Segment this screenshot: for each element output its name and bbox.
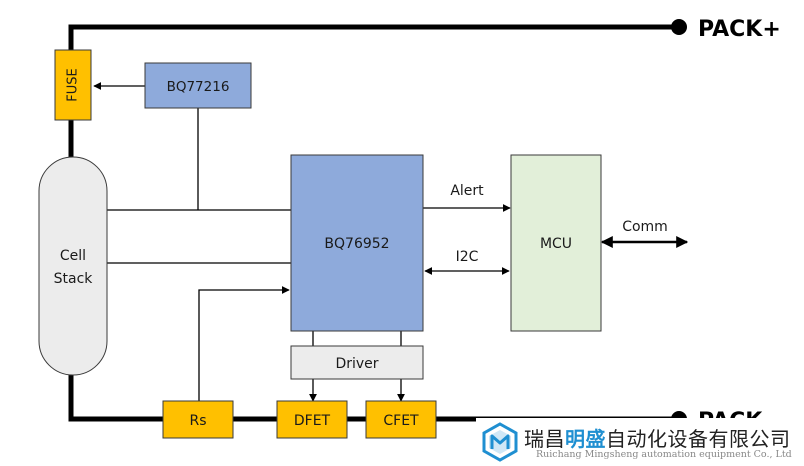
bq76952-label: BQ76952 <box>324 236 389 252</box>
bq77216-block <box>144 62 252 109</box>
cfet-block <box>365 400 437 439</box>
comm-label: Comm <box>622 219 668 235</box>
bq77216-label: BQ77216 <box>167 79 230 95</box>
company-name-cn: 瑞昌明盛自动化设备有限公司 <box>524 427 791 451</box>
bq76952-block <box>290 154 424 332</box>
cfet-label: CFET <box>383 413 419 429</box>
sense-resistor-block <box>162 400 234 439</box>
mcu-block <box>510 154 602 332</box>
positive-bus-line <box>68 24 679 50</box>
pack-positive-terminal <box>671 19 687 35</box>
alert-label: Alert <box>450 183 484 199</box>
dfet-block <box>276 400 348 439</box>
dfet-label: DFET <box>294 413 331 429</box>
company-watermark: 瑞昌明盛自动化设备有限公司 Ruichang Mingsheng automat… <box>476 418 804 466</box>
cell-stack-label-line2: Stack <box>54 271 94 287</box>
driver-block <box>290 345 424 380</box>
pack-positive-label: PACK+ <box>698 17 781 42</box>
i2c-label: I2C <box>456 249 479 265</box>
cell-stack-label-line1: Cell <box>60 248 86 264</box>
sense-resistor-label: Rs <box>189 413 206 429</box>
fuse-block <box>54 49 92 121</box>
current-sense-line <box>198 286 290 401</box>
mcu-label: MCU <box>540 236 572 252</box>
company-name-en: Ruichang Mingsheng automation equipment … <box>536 449 792 460</box>
mingsheng-logo-icon <box>482 422 518 462</box>
driver-label: Driver <box>335 356 378 372</box>
fuse-label: FUSE <box>66 68 81 101</box>
cell-stack-block <box>38 156 108 376</box>
